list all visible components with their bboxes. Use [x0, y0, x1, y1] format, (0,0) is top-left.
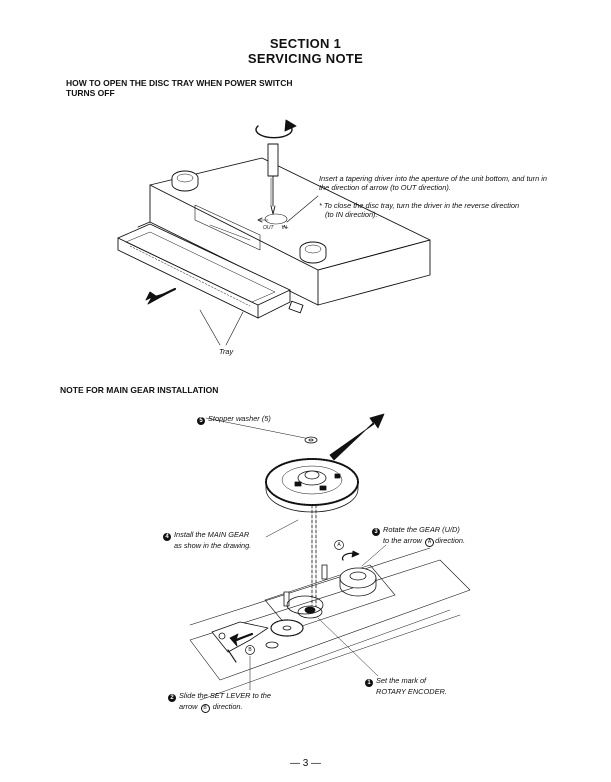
aperture: [264, 213, 288, 225]
set-lever: [211, 621, 269, 663]
rotary-encoder: [286, 595, 324, 619]
arrow-a-marker: A: [337, 542, 341, 548]
tray-label: Tray: [219, 347, 234, 356]
arrow-b-marker: B: [248, 647, 252, 653]
step-3-number: 3: [372, 528, 380, 536]
out-label: OUT: [263, 225, 274, 231]
disc-tray-instruction: Insert a tapering driver into the apertu…: [319, 174, 548, 192]
step-5-number: 5: [197, 417, 205, 425]
section-number: SECTION 1: [269, 36, 342, 51]
side-foot: [299, 241, 327, 264]
gear-up-arrow: [329, 413, 385, 461]
section-title: SERVICING NOTE: [247, 51, 364, 66]
rear-foot: [171, 170, 199, 192]
disc-tray-heading: HOW TO OPEN THE DISC TRAY WHEN POWER SWI…: [66, 78, 293, 98]
step-1-number: 1: [365, 679, 373, 687]
chassis-plate: [189, 559, 471, 681]
in-label: IN: [282, 225, 287, 231]
stopper-washer: [304, 436, 318, 444]
page-number: — 3 —: [289, 758, 322, 769]
gear-ud: [339, 567, 377, 597]
disc-tray: [117, 223, 291, 319]
step-4-number: 4: [163, 533, 171, 541]
front-button: [288, 300, 304, 314]
main-gear: [265, 458, 359, 513]
unit-side-face: [317, 239, 431, 306]
circle-b-icon: B: [200, 704, 210, 713]
disc-tray-close-note: * To close the disc tray, turn the drive…: [319, 201, 520, 219]
circle-a-icon: A: [425, 538, 435, 547]
step-2-number: 2: [168, 694, 176, 702]
main-gear-heading: NOTE FOR MAIN GEAR INSTALLATION: [60, 385, 219, 395]
